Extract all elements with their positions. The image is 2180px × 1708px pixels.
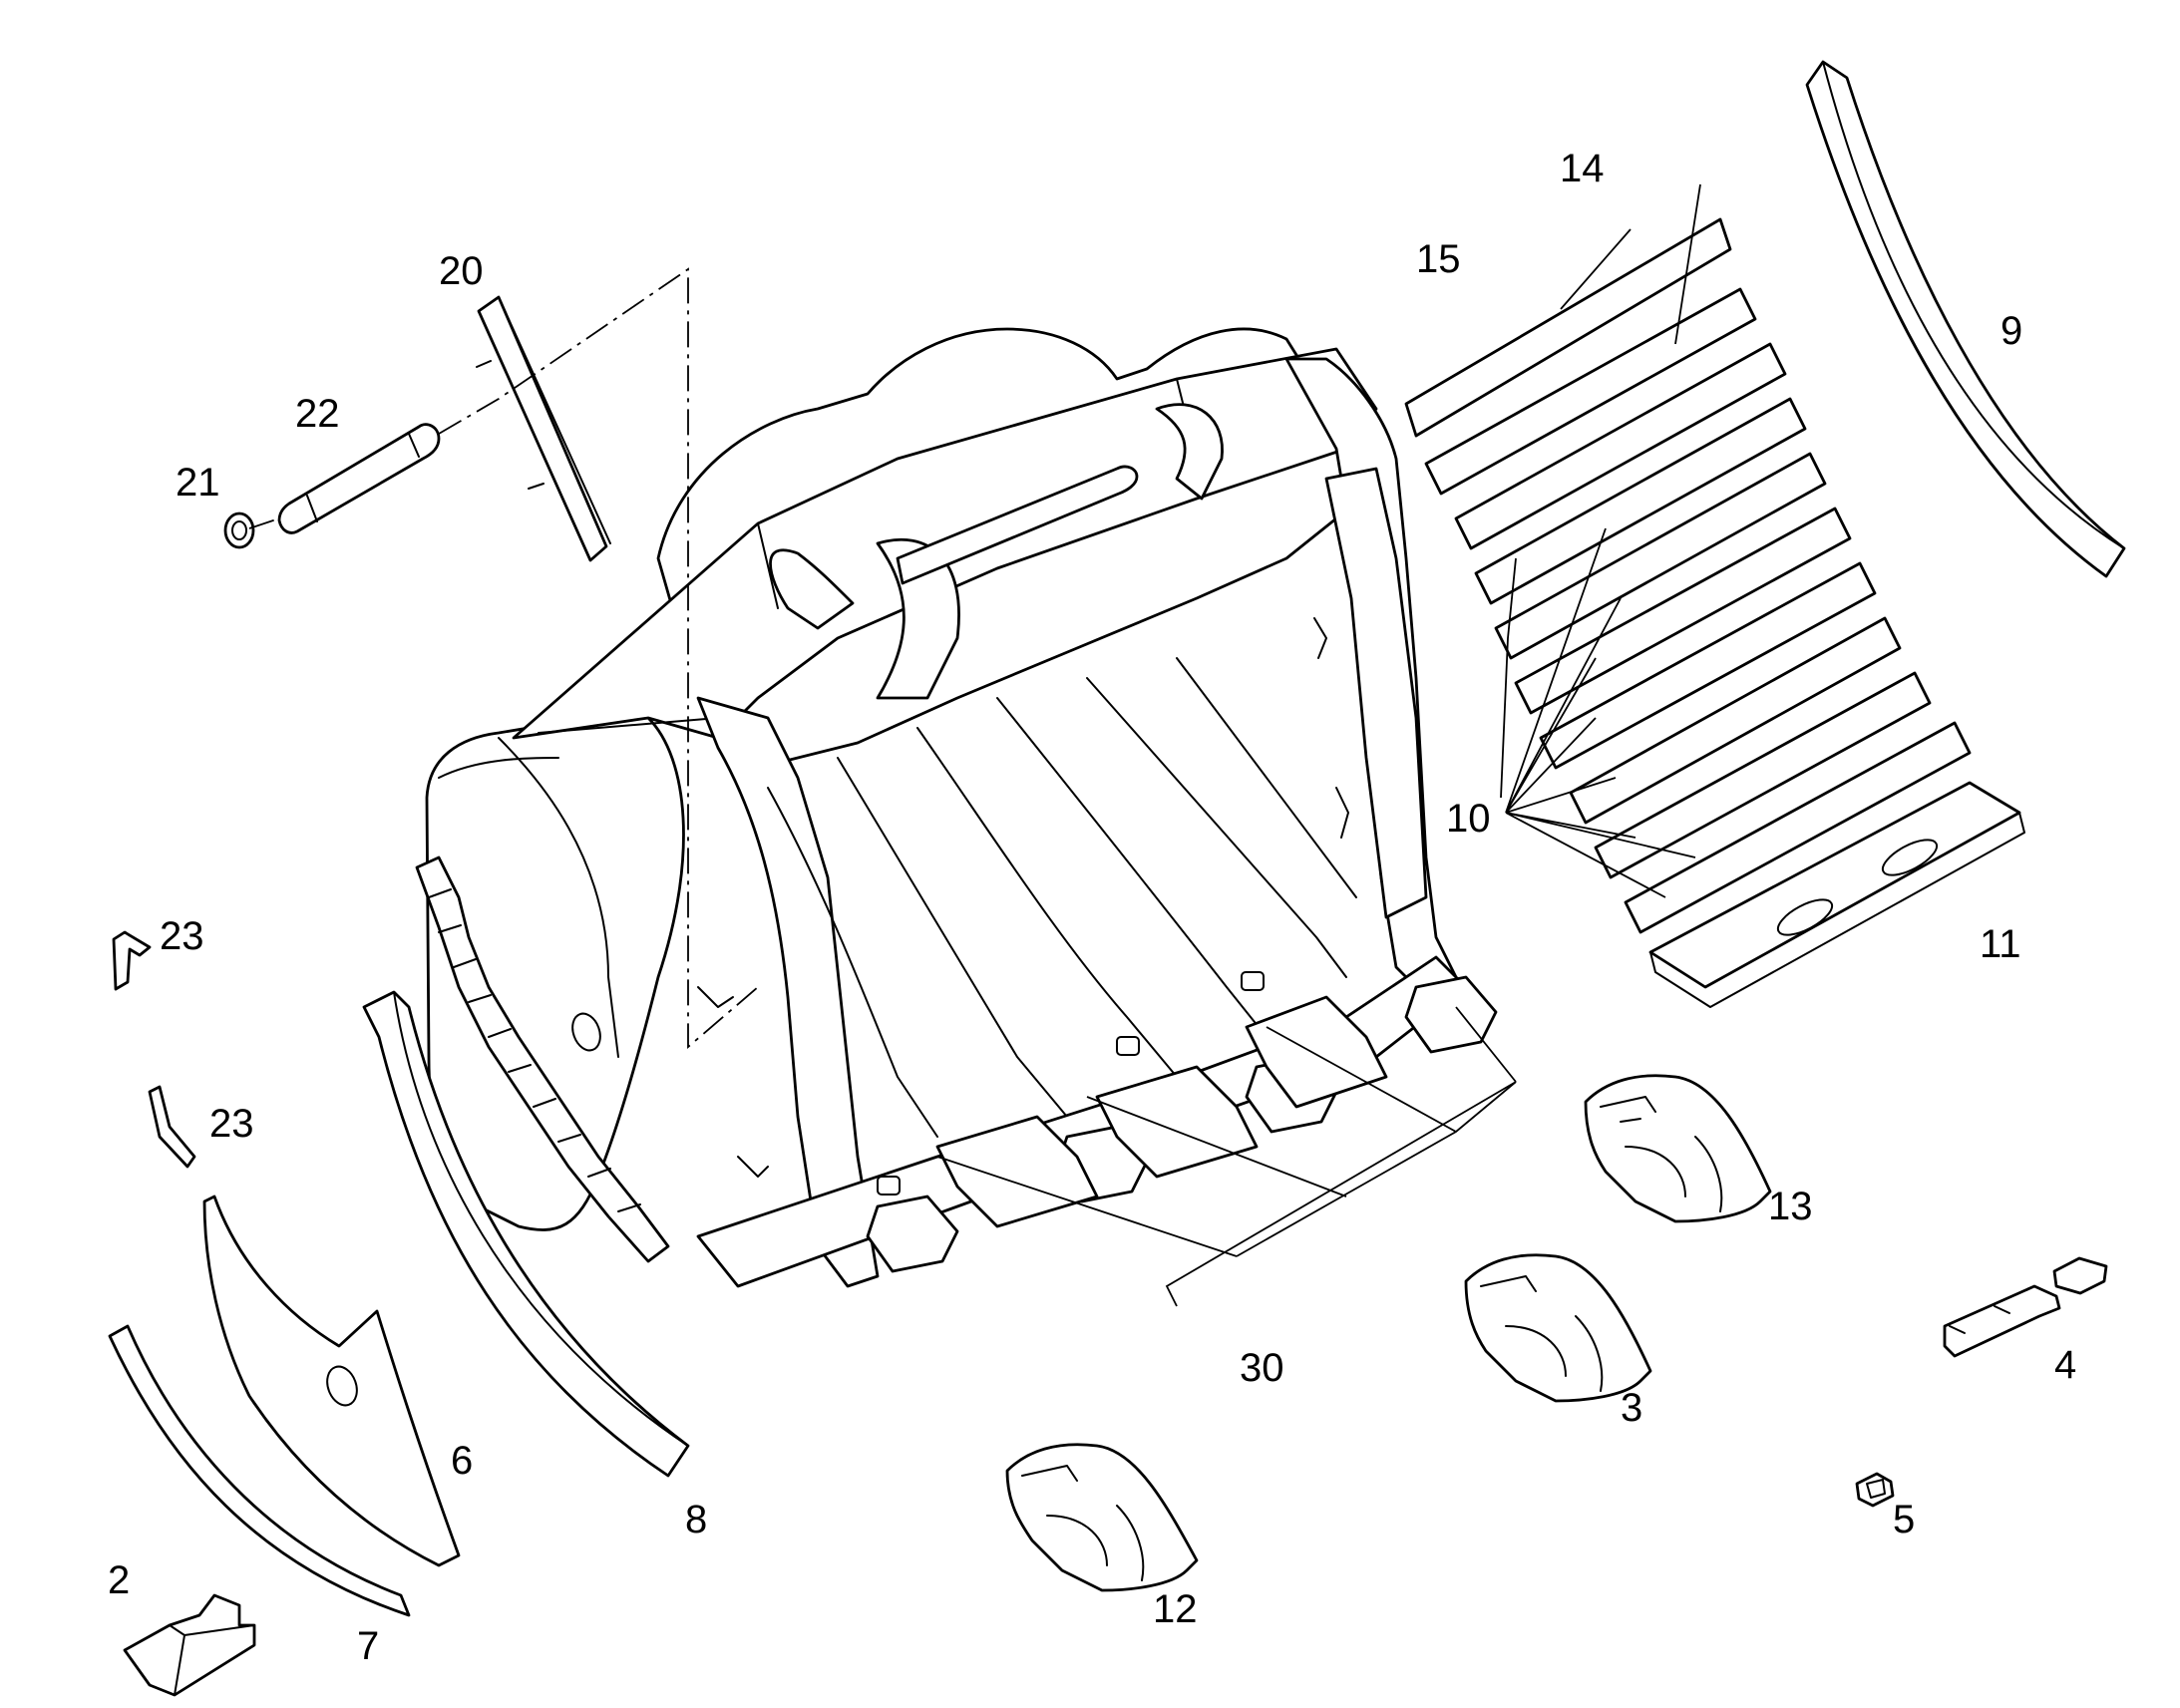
callout-11: 11	[1980, 922, 2021, 966]
pin-assembly	[223, 267, 759, 1049]
callout-15: 15	[1416, 237, 1461, 281]
part-3-tooth	[1464, 1253, 1652, 1403]
callout-3: 3	[1621, 1386, 1642, 1430]
part-21-ring	[223, 512, 255, 549]
callout-12: 12	[1153, 1587, 1198, 1631]
callout-8: 8	[685, 1498, 707, 1541]
callout-20: 20	[439, 249, 484, 293]
part-22-pin	[277, 423, 441, 534]
callout-22: 22	[295, 392, 340, 436]
callout-30: 30	[1240, 1346, 1284, 1390]
callout-30-leaders	[936, 1006, 1517, 1307]
bucket-body	[415, 327, 1498, 1288]
callout-23b: 23	[209, 1102, 254, 1146]
callout-6: 6	[451, 1439, 473, 1483]
part-2-block	[123, 1593, 256, 1697]
callout-2: 2	[108, 1558, 130, 1602]
tooth-parts	[1005, 1074, 2108, 1592]
callout-9: 9	[2000, 309, 2022, 353]
part-12-tooth	[1005, 1443, 1199, 1592]
callout-21: 21	[176, 461, 220, 505]
callout-14: 14	[1560, 147, 1605, 190]
callout-5: 5	[1893, 1498, 1915, 1541]
part-23-plate-b	[148, 1085, 196, 1169]
callout-labels: 2 3 4 5 6 7 8 9 10 11 12 13 14 15 20 21 …	[108, 147, 2076, 1668]
callout-7: 7	[357, 1624, 379, 1668]
left-parts	[108, 930, 690, 1697]
part-9-curved-strip	[1805, 60, 2126, 578]
callout-23a: 23	[160, 914, 204, 958]
part-20-plate	[477, 295, 608, 562]
part-4-lock	[1943, 1284, 2061, 1358]
part-23-plate-a	[112, 930, 152, 991]
callout-4: 4	[2054, 1343, 2076, 1387]
wear-strips	[1404, 183, 2025, 1008]
part-7-lower-strip	[108, 1324, 411, 1617]
part-5-retainer	[1855, 1472, 1895, 1508]
part-6-side-plate	[202, 1195, 461, 1567]
callout-13: 13	[1768, 1185, 1813, 1228]
callout-10: 10	[1446, 797, 1491, 841]
part-13-tooth	[1584, 1074, 1772, 1223]
